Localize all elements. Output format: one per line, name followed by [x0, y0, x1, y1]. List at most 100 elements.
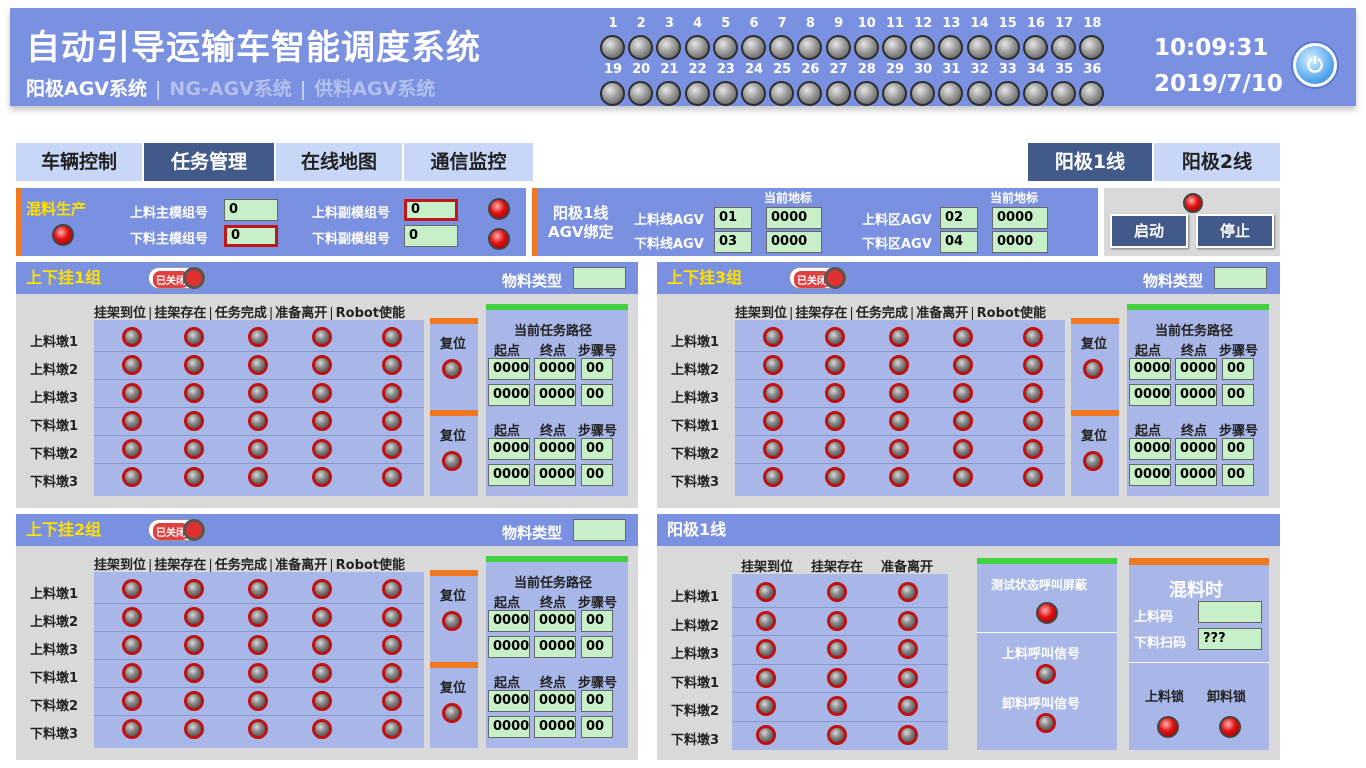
- reset-button[interactable]: [442, 611, 462, 631]
- downzone-mark-field[interactable]: 0000: [992, 231, 1048, 253]
- status-lamp: [184, 383, 204, 403]
- tab-comm-monitor[interactable]: 通信监控: [404, 143, 533, 181]
- path-end-field[interactable]: 0000: [534, 384, 576, 406]
- path-step-field[interactable]: 00: [1222, 438, 1254, 460]
- group-enable-toggle[interactable]: 已关闭: [789, 267, 847, 289]
- tab-vehicle-control[interactable]: 车辆控制: [16, 143, 142, 181]
- up-code-field[interactable]: [1198, 601, 1262, 623]
- path-start-field[interactable]: 0000: [488, 384, 530, 406]
- row-label: 下料墩3: [671, 475, 720, 490]
- path-end-field[interactable]: 0000: [534, 636, 576, 658]
- toggle-label: 已关闭: [153, 271, 189, 288]
- path-step-field[interactable]: 00: [581, 610, 613, 632]
- path-start-field[interactable]: 0000: [1129, 438, 1171, 460]
- line1-status-lamp: [898, 667, 918, 688]
- tab-task-management[interactable]: 任务管理: [144, 143, 274, 181]
- path-end-field[interactable]: 0000: [534, 438, 576, 460]
- row-label: 下料墩3: [30, 475, 79, 490]
- path-start-field[interactable]: 0000: [488, 636, 530, 658]
- path-start-field[interactable]: 0000: [488, 438, 530, 460]
- lower-main-field[interactable]: 0: [224, 225, 278, 247]
- reset-button[interactable]: [442, 451, 462, 471]
- down-scan-field[interactable]: ???: [1198, 628, 1262, 650]
- status-column-header: 挂架到位: [735, 306, 788, 321]
- status-column-header: Robot使能: [976, 306, 1047, 321]
- path-step-field[interactable]: 00: [1222, 464, 1254, 486]
- path-end-field[interactable]: 0000: [1175, 384, 1217, 406]
- start-button[interactable]: 启动: [1110, 214, 1188, 248]
- path-end-field[interactable]: 0000: [534, 464, 576, 486]
- upzone-mark-field[interactable]: 0000: [992, 207, 1048, 229]
- path-end-field[interactable]: 0000: [1175, 438, 1217, 460]
- status-lamp: [953, 467, 973, 487]
- lower-sub-field[interactable]: 0: [404, 225, 458, 247]
- material-type-field[interactable]: [573, 519, 626, 541]
- path-start-field[interactable]: 0000: [488, 690, 530, 712]
- agv-lamp-number: 20: [632, 62, 651, 77]
- downline-mark-field[interactable]: 0000: [766, 231, 822, 253]
- path-step-field[interactable]: 00: [581, 636, 613, 658]
- path-end-field[interactable]: 0000: [1175, 358, 1217, 380]
- column-separator: |: [268, 306, 274, 321]
- path-step-field[interactable]: 00: [1222, 358, 1254, 380]
- upper-sub-field[interactable]: 0: [404, 199, 458, 221]
- status-lamp: [122, 663, 142, 683]
- path-end-field[interactable]: 0000: [534, 610, 576, 632]
- material-type-label: 物料类型: [502, 524, 563, 542]
- group-enable-toggle[interactable]: 已关闭: [148, 267, 206, 289]
- material-type-field[interactable]: [573, 267, 626, 289]
- reset-button[interactable]: [442, 703, 462, 723]
- column-separator: |: [909, 306, 915, 321]
- tab-online-map[interactable]: 在线地图: [276, 143, 402, 181]
- row-divider: [94, 435, 424, 436]
- path-start-field[interactable]: 0000: [488, 716, 530, 738]
- path-start-field[interactable]: 0000: [488, 358, 530, 380]
- path-end-field[interactable]: 0000: [534, 716, 576, 738]
- reset-button[interactable]: [1083, 359, 1103, 379]
- stop-button[interactable]: 停止: [1196, 214, 1274, 248]
- path-start-field[interactable]: 0000: [1129, 384, 1171, 406]
- path-step-field[interactable]: 00: [581, 464, 613, 486]
- upline-mark-field[interactable]: 0000: [766, 207, 822, 229]
- upline-agv-field[interactable]: 01: [714, 207, 752, 229]
- path-start-field[interactable]: 0000: [488, 610, 530, 632]
- downline-agv-field[interactable]: 03: [714, 231, 752, 253]
- upzone-agv-field[interactable]: 02: [940, 207, 978, 229]
- path-step-field[interactable]: 00: [1222, 384, 1254, 406]
- status-lamp: [184, 719, 204, 739]
- status-lamp: [763, 411, 783, 431]
- status-column-headers: 挂架到位|挂架存在|任务完成|准备离开|Robot使能: [94, 554, 405, 573]
- power-icon[interactable]: ⏻: [1293, 43, 1337, 87]
- path-start-field[interactable]: 0000: [1129, 358, 1171, 380]
- downzone-agv-field[interactable]: 04: [940, 231, 978, 253]
- path-end-field[interactable]: 0000: [1175, 464, 1217, 486]
- status-lamp: [889, 355, 909, 375]
- path-start-field[interactable]: 0000: [488, 464, 530, 486]
- path-step-field[interactable]: 00: [581, 384, 613, 406]
- status-column-header: 挂架存在: [154, 306, 207, 321]
- tab-line-2[interactable]: 阳极2线: [1154, 143, 1280, 181]
- row-divider: [94, 379, 424, 380]
- row-divider: [94, 715, 424, 716]
- material-type-field[interactable]: [1214, 267, 1267, 289]
- nav-feed-agv[interactable]: 供料AGV系统: [314, 78, 436, 100]
- path-end-field[interactable]: 0000: [534, 690, 576, 712]
- nav-anode-agv[interactable]: 阳极AGV系统: [26, 78, 148, 100]
- line1-row-divider: [732, 635, 948, 636]
- path-start-field[interactable]: 0000: [1129, 464, 1171, 486]
- reset-button[interactable]: [1083, 451, 1103, 471]
- group-enable-toggle[interactable]: 已关闭: [148, 519, 206, 541]
- path-step-field[interactable]: 00: [581, 358, 613, 380]
- upper-main-field[interactable]: 0: [224, 199, 278, 221]
- status-lamp: [248, 635, 268, 655]
- path-end-field[interactable]: 0000: [534, 358, 576, 380]
- column-separator: |: [849, 306, 854, 321]
- nav-ng-agv[interactable]: NG-AGV系统: [169, 78, 292, 100]
- agv-lamp-number: 8: [805, 16, 815, 31]
- status-lamp: [382, 607, 402, 627]
- path-step-field[interactable]: 00: [581, 690, 613, 712]
- reset-button[interactable]: [442, 359, 462, 379]
- tab-line-1[interactable]: 阳极1线: [1028, 143, 1152, 181]
- path-step-field[interactable]: 00: [581, 438, 613, 460]
- path-step-field[interactable]: 00: [581, 716, 613, 738]
